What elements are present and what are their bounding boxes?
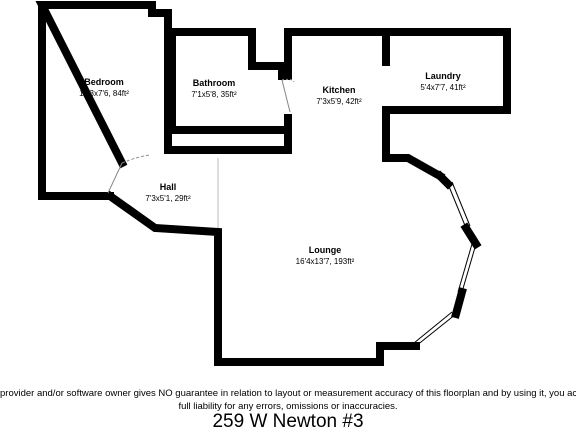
room-label-bedroom: Bedroom 12'3x7'6, 84ft² (79, 77, 129, 99)
room-dims: 16'4x13'7, 193ft² (295, 257, 355, 266)
lounge-bay-lower (451, 287, 467, 319)
lounge-bay-mid (460, 222, 482, 250)
room-label-lounge: Lounge 16'4x13'7, 193ft² (296, 245, 355, 267)
room-name: Lounge (308, 245, 342, 255)
room-name: Bathroom (192, 78, 236, 88)
disclaimer: provider and/or software owner gives NO … (0, 387, 576, 413)
bathroom-wall-top (168, 28, 286, 80)
room-name: Hall (159, 182, 177, 192)
hall-wall-lower (104, 190, 420, 366)
room-dims: 5'4x7'7, 41ft² (420, 83, 466, 92)
room-name: Laundry (425, 71, 461, 81)
room-label-bathroom: Bathroom 7'1x5'8, 35ft² (191, 78, 236, 100)
lounge-bay-upper (434, 170, 454, 190)
bathroom-wall (168, 28, 292, 134)
room-dims: 7'1x5'8, 35ft² (191, 90, 237, 99)
bay-window-1 (447, 183, 467, 229)
room-label-laundry: Laundry 5'4x7'7, 41ft² (420, 71, 465, 93)
room-label-kitchen: Kitchen 7'3x5'9, 42ft² (316, 85, 361, 107)
room-label-hall: Hall 7'3x5'1, 29ft² (145, 182, 190, 204)
hall-partition (168, 114, 292, 154)
bay-window-2b (457, 243, 473, 293)
bay-window-3 (415, 313, 457, 347)
room-name: Bedroom (84, 77, 124, 87)
disclaimer-line-1: provider and/or software owner gives NO … (0, 388, 576, 399)
disclaimer-line-2: full liability for any errors, omissions… (178, 401, 398, 412)
bedroom-wall-lower (38, 1, 114, 200)
bay-window-1b (451, 181, 471, 227)
bedroom-door (107, 162, 123, 194)
room-dims: 7'3x5'9, 42ft² (316, 97, 362, 106)
room-name: Kitchen (322, 85, 356, 95)
room-dims: 7'3x5'1, 29ft² (145, 194, 191, 203)
floorplan (35, 1, 511, 366)
laundry-wall (382, 28, 511, 182)
bedroom-door-arc (121, 154, 151, 164)
bay-window-3b (413, 311, 453, 344)
kitchen-door (281, 79, 291, 113)
bay-window-2 (461, 243, 477, 293)
room-dims: 12'3x7'6, 84ft² (79, 89, 129, 98)
kitchen-wall (284, 28, 388, 80)
property-address: 259 W Newton #3 (212, 411, 364, 432)
kitchen-door-arc (281, 78, 295, 83)
